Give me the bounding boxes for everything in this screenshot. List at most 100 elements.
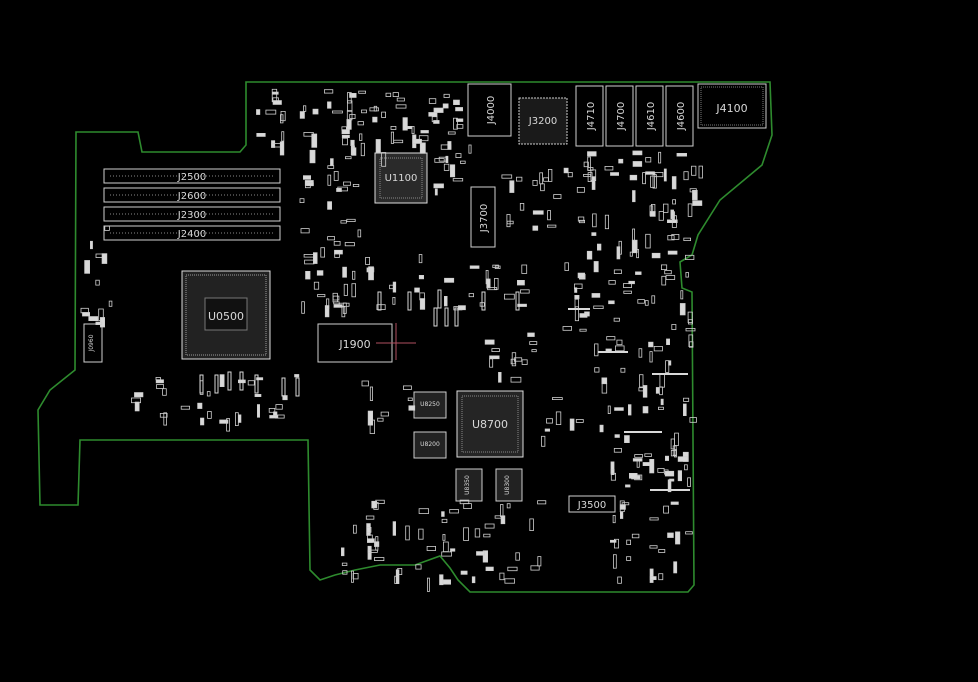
smd-part (606, 336, 616, 341)
smd-part (358, 90, 367, 94)
connector-j4700: J4700 (605, 85, 634, 147)
smd-part (450, 548, 456, 552)
smd-part (564, 262, 569, 271)
smd-part (608, 280, 616, 285)
smd-part (671, 233, 680, 240)
connector-j3700: J3700 (470, 186, 496, 248)
smd-part (350, 139, 355, 147)
smd-part (397, 568, 403, 576)
smd-part (649, 351, 653, 363)
smd-part (301, 301, 305, 314)
smd-part (492, 264, 499, 269)
j4100-label: J4100 (715, 102, 747, 115)
smd-part (341, 134, 350, 138)
resistor-part (454, 307, 459, 327)
smd-part (506, 220, 514, 225)
smd-part (317, 294, 326, 298)
smd-part (302, 105, 307, 112)
smd-part (683, 171, 689, 181)
smd-part (555, 411, 562, 425)
smd-part (392, 281, 397, 293)
smd-part (311, 133, 318, 148)
smd-part (583, 161, 589, 168)
smd-part (402, 117, 408, 131)
smd-part (396, 97, 405, 102)
smd-part (373, 105, 378, 112)
smd-part (134, 392, 144, 398)
smd-part (471, 576, 476, 584)
u1100-label: U1100 (385, 173, 418, 184)
smd-part (688, 319, 693, 325)
smd-part (539, 172, 544, 185)
smd-part (617, 576, 622, 584)
resistor-part (239, 371, 244, 391)
smd-part (456, 124, 464, 129)
smd-part (575, 419, 584, 423)
smd-part (402, 385, 412, 390)
smd-part (457, 305, 466, 311)
chip-u1100: U1100 (374, 152, 428, 204)
smd-part (95, 321, 103, 326)
smd-part (579, 313, 588, 318)
smd-part (254, 393, 262, 397)
smd-part (256, 404, 260, 418)
smd-part (632, 458, 643, 462)
smd-part (553, 194, 562, 199)
smd-part (658, 549, 666, 553)
smd-part (482, 550, 489, 563)
smd-part (324, 305, 330, 318)
smd-part (342, 302, 347, 314)
smd-part (677, 470, 683, 482)
smd-part (527, 332, 535, 337)
smd-part (632, 150, 643, 156)
smd-part (501, 174, 513, 179)
resistor-part (199, 374, 204, 394)
smd-part (342, 570, 348, 575)
smd-part (460, 160, 466, 164)
smd-part (587, 172, 593, 183)
smd-part (279, 114, 284, 124)
smd-part (624, 435, 630, 444)
smd-part (347, 92, 352, 104)
smd-part (155, 379, 164, 384)
smd-part (574, 283, 583, 289)
smd-part (592, 213, 597, 228)
smd-part (503, 293, 515, 300)
u8350-label: U8350 (464, 475, 471, 495)
smd-part (108, 300, 113, 307)
smd-part (351, 147, 357, 156)
smd-part (380, 411, 389, 417)
smd-part (543, 177, 549, 182)
smd-part (638, 348, 643, 358)
smd-part (628, 404, 632, 416)
smd-part (342, 137, 348, 146)
smd-part (452, 117, 458, 130)
smd-part (494, 277, 499, 290)
smd-part (692, 189, 698, 201)
smd-part (407, 397, 413, 401)
smd-part (367, 549, 378, 553)
smd-part (663, 505, 669, 514)
smd-part (577, 272, 585, 279)
smd-part (366, 527, 372, 533)
smd-part (629, 174, 638, 181)
smd-part (428, 98, 437, 104)
smd-part (405, 525, 410, 541)
smd-part (485, 566, 494, 571)
smd-part (426, 577, 430, 592)
smd-part (531, 349, 537, 353)
smd-part (521, 359, 528, 365)
smd-part (418, 274, 424, 280)
smd-part (532, 210, 544, 215)
smd-part (156, 384, 164, 389)
smd-part (506, 214, 511, 228)
smd-part (469, 265, 480, 269)
smd-part (569, 418, 575, 431)
smd-part (395, 104, 407, 109)
resistor-part (254, 374, 259, 394)
smd-part (392, 92, 399, 97)
smd-part (200, 417, 205, 426)
smd-part (313, 281, 320, 290)
smd-part (219, 374, 225, 388)
smd-part (381, 152, 387, 167)
